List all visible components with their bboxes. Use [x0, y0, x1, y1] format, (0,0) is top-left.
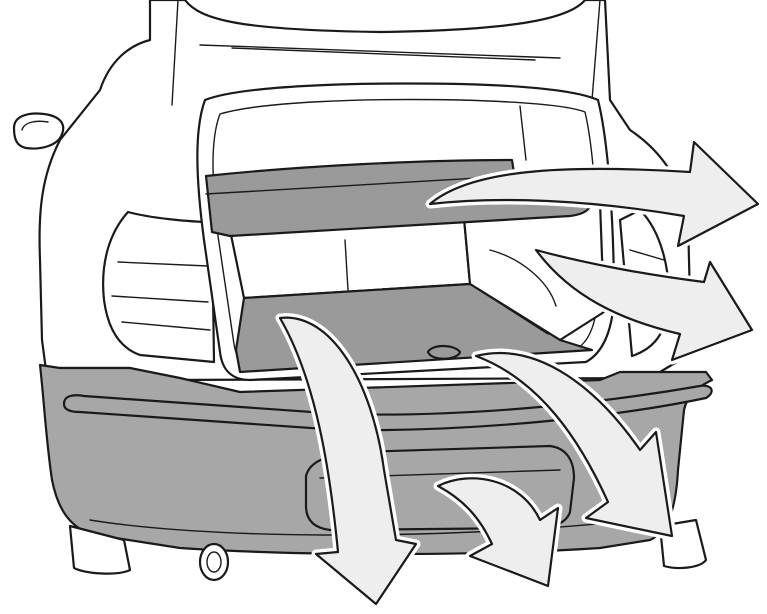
side-mirror: [14, 114, 63, 149]
tail-light-left: [103, 212, 214, 362]
exhaust-pipe: [200, 544, 228, 580]
